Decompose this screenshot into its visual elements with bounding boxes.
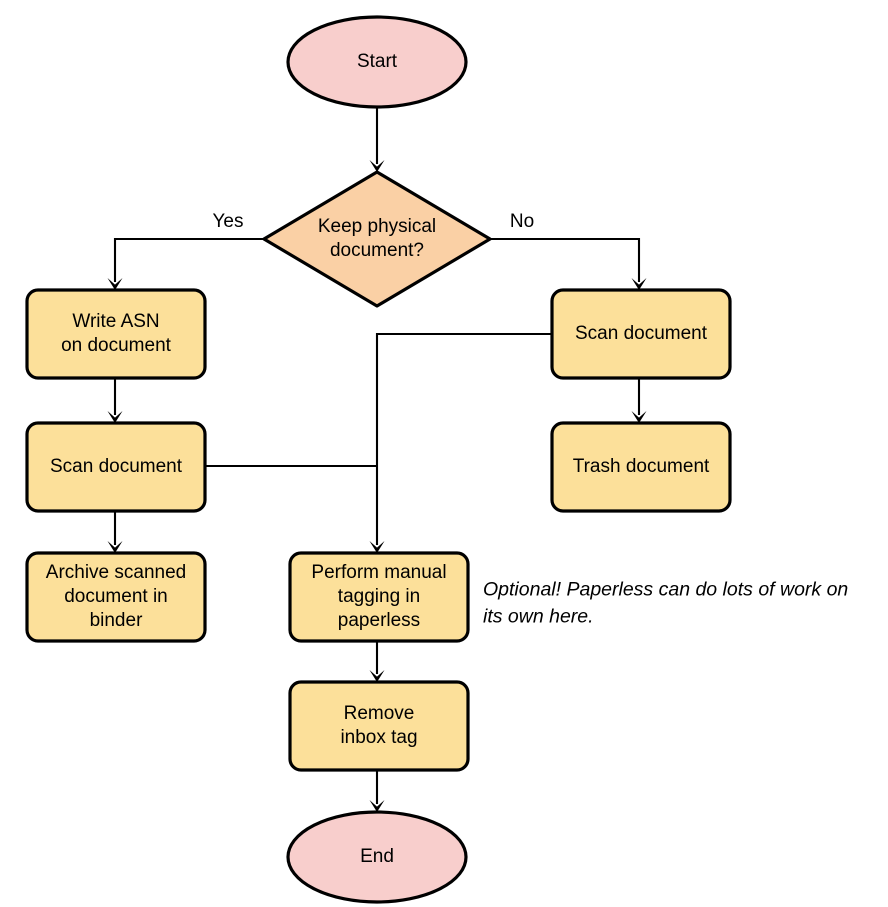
arrowhead-icon xyxy=(107,541,123,553)
edge-decision-no-to-scan-right: No xyxy=(490,211,647,290)
edge-scan-right-to-trash xyxy=(631,378,647,423)
node-scan-document-right[interactable]: Scan document xyxy=(550,288,732,380)
node-shape-process[interactable] xyxy=(550,421,732,513)
edge-path xyxy=(490,237,641,282)
edges-layer: Yes No xyxy=(107,107,647,812)
node-shape-terminator[interactable] xyxy=(286,15,468,109)
node-shape-process[interactable] xyxy=(25,288,207,380)
arrowhead-icon xyxy=(369,670,385,682)
node-label-scan-document-right: Scan document xyxy=(575,323,708,344)
edge-path xyxy=(375,332,552,545)
node-shape-process[interactable] xyxy=(550,288,732,380)
node-shape-process[interactable] xyxy=(288,551,470,643)
edge-write-asn-to-scan-left xyxy=(107,378,123,423)
node-trash-document[interactable]: Trash document xyxy=(550,421,732,513)
edge-remove-inbox-to-end xyxy=(369,770,385,812)
node-shape-decision[interactable] xyxy=(262,170,492,308)
node-shape-process[interactable] xyxy=(25,551,207,643)
arrowhead-icon xyxy=(631,278,647,290)
node-scan-document-left[interactable]: Scan document xyxy=(25,421,207,513)
edge-tagging-to-remove-inbox xyxy=(369,641,385,682)
node-shape-process[interactable] xyxy=(25,421,207,513)
arrowhead-icon xyxy=(631,411,647,423)
edge-start-to-decision xyxy=(369,107,385,172)
node-start[interactable]: Start xyxy=(286,15,468,109)
node-label-scan-document-left: Scan document xyxy=(50,456,183,477)
node-shape-terminator[interactable] xyxy=(286,810,468,904)
edge-decision-yes-to-write-asn: Yes xyxy=(107,211,264,290)
node-end[interactable]: End xyxy=(286,810,468,904)
edge-label-decision-no-to-scan-right: No xyxy=(510,211,534,232)
edge-path xyxy=(113,237,264,282)
arrowhead-icon xyxy=(107,278,123,290)
arrowhead-icon xyxy=(369,800,385,812)
edge-scan-left-to-archive xyxy=(107,511,123,553)
annotations-layer: Optional! Paperless can do lots of work … xyxy=(483,579,848,628)
node-label-end: End xyxy=(360,846,394,867)
node-shape-process[interactable] xyxy=(288,680,470,772)
edge-label-decision-yes-to-write-asn: Yes xyxy=(213,211,244,232)
arrowhead-icon xyxy=(369,541,385,553)
annotation-optional-note: Optional! Paperless can do lots of work … xyxy=(483,579,848,628)
edge-scan-right-to-tagging xyxy=(369,332,552,553)
node-label-trash-document: Trash document xyxy=(573,456,710,477)
arrowhead-icon xyxy=(369,160,385,172)
node-label-start: Start xyxy=(357,51,398,72)
arrowhead-icon xyxy=(107,411,123,423)
